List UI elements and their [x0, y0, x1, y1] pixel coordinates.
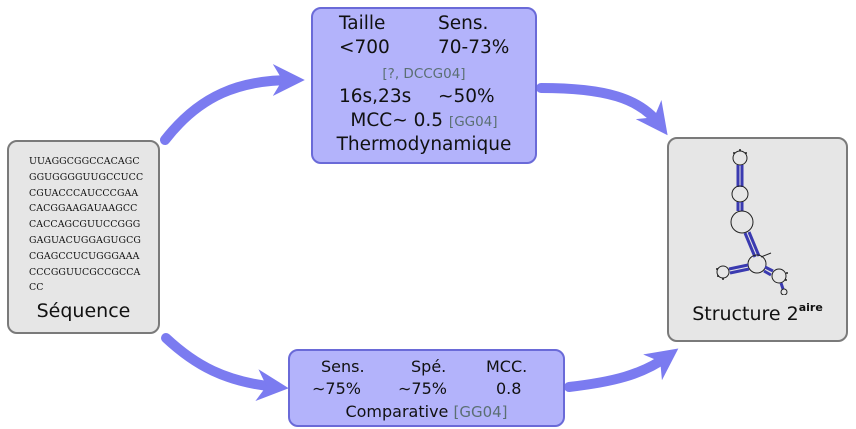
- structure-box: Structure 2aire: [667, 137, 848, 342]
- thermo-sensitivity-value: 70-73%: [438, 37, 510, 58]
- thermo-header-sensitivity: Sens.: [438, 13, 489, 34]
- structure-label-sup: aire: [798, 301, 823, 314]
- thermo-header-size: Taille: [339, 13, 386, 34]
- sequence-line: GGUGGGGUUGCCUCC: [29, 171, 144, 183]
- thermodynamic-box: Taille Sens. <700 70-73% [?, DCCG04] 16s…: [311, 7, 537, 164]
- thermo-sensitivity-value-2: ∼50%: [438, 86, 495, 107]
- thermo-size-value-2: 16s,23s: [339, 86, 412, 107]
- comp-mcc-value: 0.8: [496, 379, 522, 398]
- sequence-text: UUAGGCGGCCACAGC GGUGGGGUUGCCUCC CGUACCCA…: [29, 154, 143, 296]
- thermo-method: Thermodynamique: [336, 134, 512, 155]
- comp-header-mcc: MCC.: [486, 357, 528, 376]
- arrow-sequence-to-thermo: [160, 64, 305, 145]
- thermo-mcc-line: MCC∼ 0.5 [GG04]: [313, 110, 535, 131]
- comp-header-specificity: Spé.: [411, 357, 447, 376]
- comp-method: Comparative: [345, 402, 449, 421]
- arrow-thermo-to-structure: [536, 83, 668, 136]
- sequence-label: Séquence: [36, 300, 131, 322]
- sequence-box: UUAGGCGGCCACAGC GGUGGGGUUGCCUCC CGUACCCA…: [7, 140, 160, 334]
- sequence-line: CACGGAAGAUAAGCC: [29, 203, 138, 215]
- thermo-citation-1: [?, DCCG04]: [382, 66, 466, 82]
- structure-label: Structure 2aire: [669, 301, 846, 325]
- sequence-line: CCCGGUUCGCCGCCA: [29, 266, 141, 278]
- arrow-comparative-to-structure: [564, 348, 679, 392]
- comp-specificity-value: ∼75%: [398, 379, 447, 398]
- comp-citation: [GG04]: [453, 403, 508, 421]
- sequence-line: CGUACCCAUCCCGAA: [29, 187, 139, 199]
- rna-secondary-structure-icon: [716, 149, 788, 295]
- sequence-line: UUAGGCGGCCACAGC: [29, 156, 140, 167]
- structure-label-text: Structure 2: [692, 303, 799, 325]
- thermo-citation-2: [GG04]: [448, 114, 498, 130]
- sequence-line: CACCAGCGUUCCGGG: [29, 219, 141, 231]
- sequence-line: CGAGCCUCUGGGAAA: [29, 250, 140, 262]
- sequence-line: CC: [29, 282, 44, 294]
- thermo-size-value: <700: [339, 37, 390, 58]
- comp-header-sensitivity: Sens.: [321, 357, 365, 376]
- comparative-box: Sens. Spé. MCC. ∼75% ∼75% 0.8 Comparativ…: [288, 349, 565, 427]
- thermo-mcc: MCC∼ 0.5: [350, 110, 444, 131]
- arrow-sequence-to-comparative: [161, 333, 289, 402]
- comp-sensitivity-value: ∼75%: [312, 379, 361, 398]
- comp-method-line: Comparative [GG04]: [290, 402, 563, 421]
- sequence-line: GAGUACUGGAGUGCG: [29, 234, 141, 246]
